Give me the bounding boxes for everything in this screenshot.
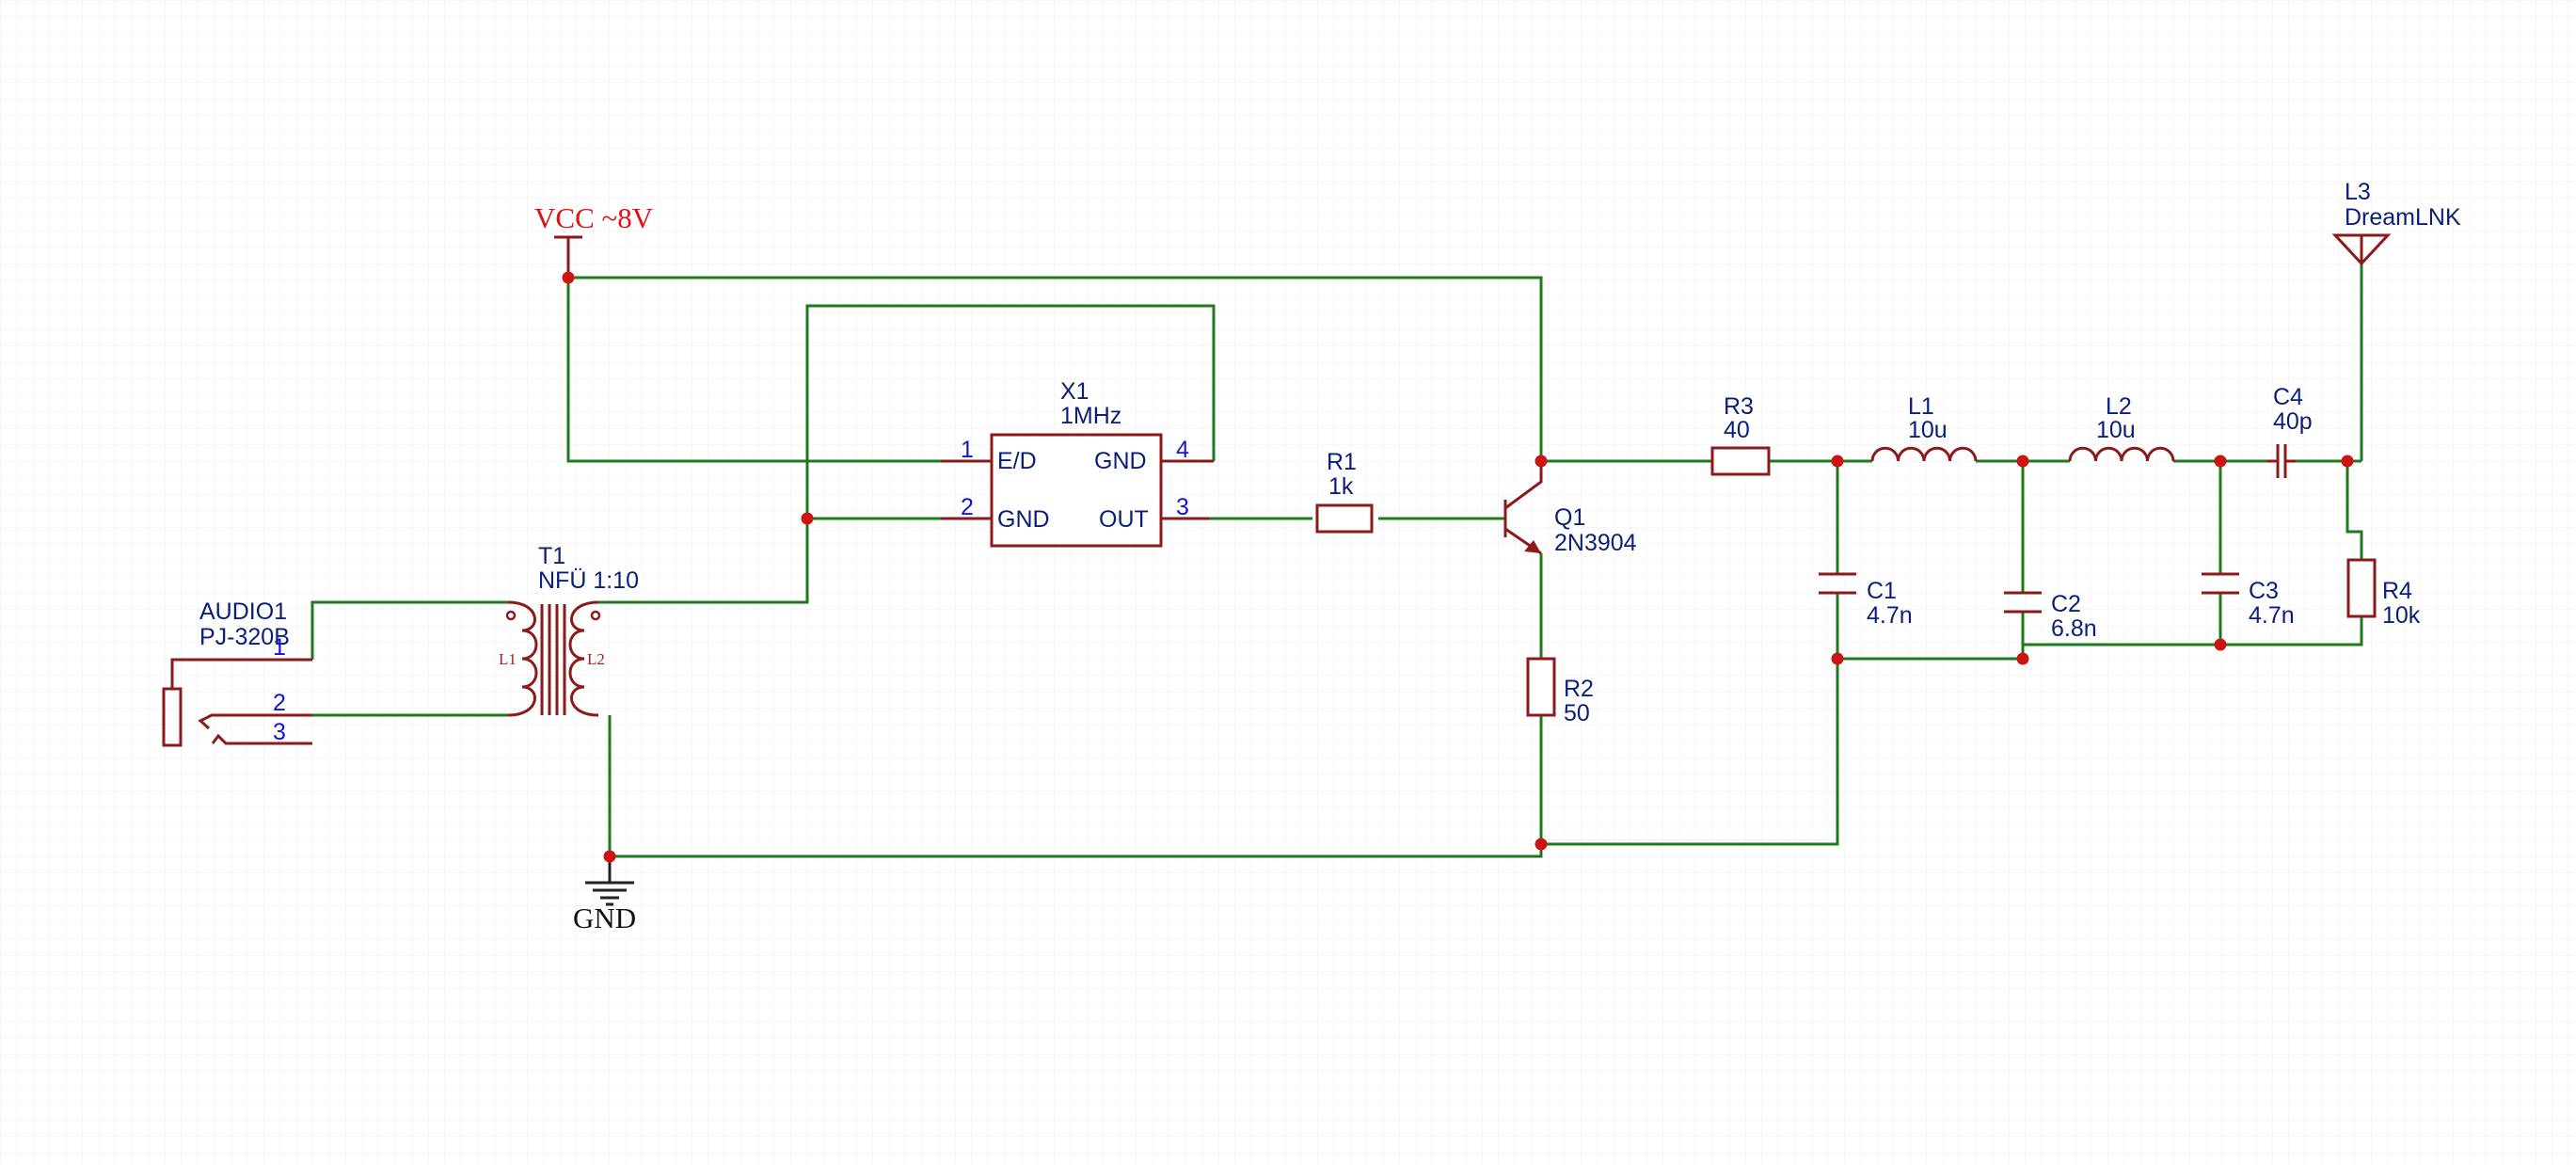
x1-pin4-name: GND bbox=[1094, 448, 1147, 474]
inductor-l2[interactable]: L2 10u bbox=[2068, 393, 2175, 462]
c2-ref: C2 bbox=[2051, 591, 2081, 617]
wire-vcc-top[interactable] bbox=[568, 276, 1543, 461]
junction-c2-bottom bbox=[2016, 652, 2029, 665]
r3-value: 40 bbox=[1724, 417, 1750, 443]
c2-value: 6.8n bbox=[2051, 615, 2097, 642]
junction-c3-bottom bbox=[2214, 638, 2227, 651]
x1-pin3-num: 3 bbox=[1176, 494, 1189, 520]
junction-q1-collector bbox=[1534, 455, 1548, 468]
l2-ref: L2 bbox=[2106, 393, 2132, 420]
capacitor-c3[interactable]: C3 4.7n bbox=[2202, 572, 2295, 629]
l1-value: 10u bbox=[1908, 417, 1948, 443]
r2-value: 50 bbox=[1564, 700, 1590, 726]
capacitor-c1[interactable]: C1 4.7n bbox=[1819, 572, 1913, 629]
audio1-pin3: 3 bbox=[273, 719, 286, 745]
resistor-r4[interactable]: R4 10k bbox=[2346, 558, 2421, 629]
t1-coil2-label: L2 bbox=[587, 650, 605, 668]
wires bbox=[310, 263, 2363, 858]
junction-x1-pin2 bbox=[801, 512, 814, 525]
r2-ref: R2 bbox=[1564, 676, 1594, 702]
t1-value: NFÜ 1:10 bbox=[538, 567, 639, 594]
transformer-t1[interactable]: L1 L2 T1 NFÜ 1:10 bbox=[499, 543, 639, 717]
wire-audio-pin1[interactable] bbox=[310, 600, 508, 660]
inductor-l1[interactable]: L1 10u bbox=[1870, 393, 1978, 462]
x1-pin4-num: 4 bbox=[1176, 437, 1189, 463]
x1-pin3-name: OUT bbox=[1099, 506, 1149, 533]
l2-value: 10u bbox=[2096, 417, 2136, 443]
gnd-symbol[interactable]: GND bbox=[573, 856, 636, 934]
vcc-label: VCC ~8V bbox=[534, 201, 654, 234]
transistor-q1[interactable]: Q1 2N3904 bbox=[1503, 461, 1637, 556]
wire-x1-gnd-loop[interactable] bbox=[598, 304, 1216, 604]
c4-ref: C4 bbox=[2273, 384, 2303, 410]
oscillator-x1[interactable]: X1 1MHz 1 E/D 2 GND 3 OUT 4 GND bbox=[941, 378, 1214, 548]
c3-value: 4.7n bbox=[2249, 602, 2295, 629]
r3-ref: R3 bbox=[1724, 393, 1754, 420]
capacitor-c4[interactable]: C4 40p bbox=[2267, 384, 2313, 478]
q1-ref: Q1 bbox=[1554, 504, 1585, 531]
audio1-pin2: 2 bbox=[273, 690, 286, 716]
r1-ref: R1 bbox=[1327, 449, 1357, 475]
audio1-pin1: 1 bbox=[273, 634, 286, 661]
c3-ref: C3 bbox=[2249, 578, 2279, 604]
resistor-r2[interactable]: R2 50 bbox=[1526, 657, 1594, 726]
capacitor-c2[interactable]: C2 6.8n bbox=[2004, 591, 2097, 642]
wire-r4-top[interactable] bbox=[2345, 461, 2363, 560]
x1-ref: X1 bbox=[1060, 378, 1089, 405]
x1-pin1-name: E/D bbox=[997, 448, 1037, 474]
x1-pin2-num: 2 bbox=[961, 494, 974, 520]
q1-value: 2N3904 bbox=[1554, 530, 1637, 556]
x1-pin1-num: 1 bbox=[961, 437, 974, 463]
resistor-r1[interactable]: R1 1k bbox=[1315, 449, 1374, 534]
wire-filter-gnd2[interactable] bbox=[2023, 616, 2363, 646]
vcc-symbol[interactable]: VCC ~8V bbox=[534, 201, 654, 278]
audio1-ref: AUDIO1 bbox=[199, 598, 287, 625]
c4-value: 40p bbox=[2273, 408, 2313, 435]
gnd-label: GND bbox=[573, 902, 636, 934]
l3-value: DreamLNK bbox=[2345, 204, 2461, 231]
junction-gnd bbox=[603, 850, 616, 863]
x1-pin2-name: GND bbox=[997, 506, 1050, 533]
junctions bbox=[562, 271, 2354, 863]
r1-value: 1k bbox=[1328, 473, 1354, 500]
junction-c3-top bbox=[2214, 455, 2227, 468]
x1-value: 1MHz bbox=[1060, 403, 1121, 429]
junction-r2-gnd bbox=[1534, 838, 1548, 851]
junction-antenna bbox=[2341, 455, 2354, 468]
r4-ref: R4 bbox=[2382, 578, 2412, 604]
junction-c2-top bbox=[2016, 455, 2029, 468]
c1-value: 4.7n bbox=[1867, 602, 1913, 629]
junction-c1-top bbox=[1831, 455, 1844, 468]
t1-coil1-label: L1 bbox=[499, 650, 517, 668]
junction-c1-bottom bbox=[1831, 652, 1844, 665]
r4-value: 10k bbox=[2382, 602, 2421, 629]
wire-vcc-x1-ed[interactable] bbox=[566, 278, 941, 463]
audio-jack-audio1[interactable]: AUDIO1 PJ-320B 1 2 3 bbox=[162, 598, 312, 747]
resistor-r3[interactable]: R3 40 bbox=[1710, 393, 1771, 476]
junction-vcc bbox=[562, 271, 575, 284]
c1-ref: C1 bbox=[1867, 578, 1897, 604]
l3-ref: L3 bbox=[2345, 179, 2371, 205]
antenna-l3[interactable]: L3 DreamLNK bbox=[2331, 179, 2461, 266]
t1-ref: T1 bbox=[538, 543, 565, 569]
l1-ref: L1 bbox=[1908, 393, 1934, 420]
audio1-value: PJ-320B bbox=[199, 624, 290, 650]
